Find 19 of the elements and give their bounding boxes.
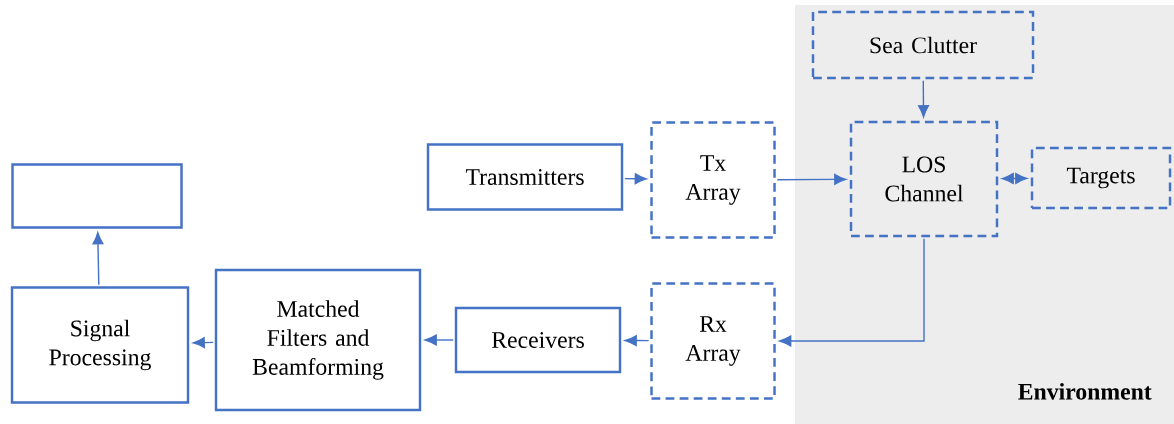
process-box: Transmitters [426,143,624,211]
arrow [624,173,647,185]
arrow [779,238,925,347]
arrow [92,232,104,286]
arrow [917,80,929,118]
arrow [424,334,454,346]
process-box: Receivers [454,306,622,374]
dashed-box: LOS Channel [849,120,999,238]
dashed-box: Tx Array [650,121,776,239]
dashed-box: Sea Clutter [811,10,1035,80]
process-box [11,163,183,229]
process-box: Matched Filters and Beamforming [214,268,422,412]
arrow [776,173,847,185]
dashed-box: Targets [1030,146,1172,210]
dashed-box: Rx Array [650,282,776,400]
process-box: Signal Processing [10,286,190,404]
arrow [1001,172,1028,185]
arrow [624,335,650,347]
arrow [192,337,214,349]
